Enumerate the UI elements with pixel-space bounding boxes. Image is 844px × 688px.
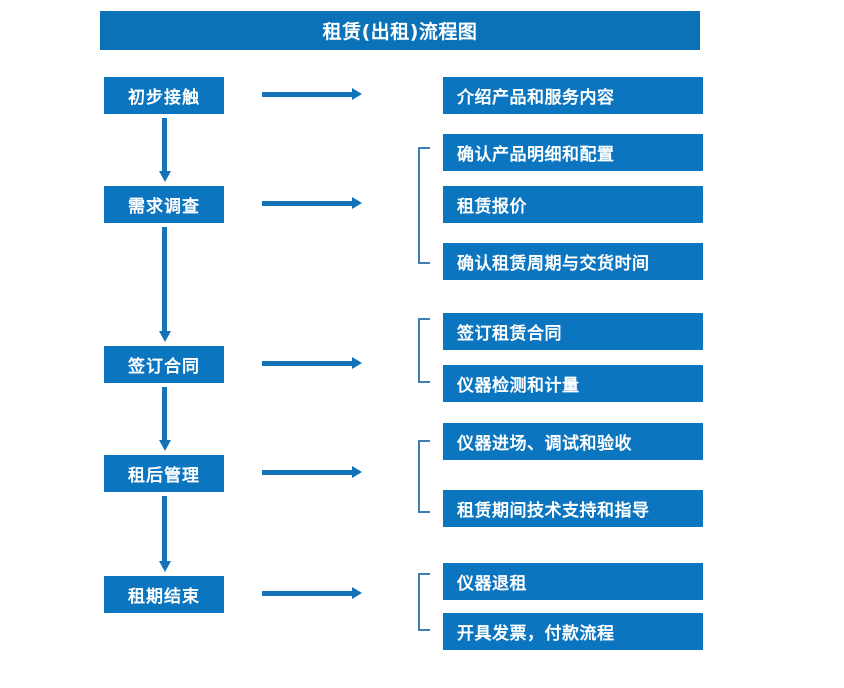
output-node-5-2: 开具发票，付款流程	[443, 613, 703, 650]
right-arrow-icon-3	[262, 357, 362, 369]
output-node-4-1: 仪器进场、调试和验收	[443, 423, 703, 460]
output-node-2-1: 确认产品明细和配置	[443, 134, 703, 171]
group-bracket-4	[418, 440, 430, 513]
stage-node-4: 租后管理	[104, 455, 224, 492]
output-node-4-2-label: 租赁期间技术支持和指导	[457, 501, 650, 521]
stage-node-3: 签订合同	[104, 346, 224, 383]
output-node-4-1-label: 仪器进场、调试和验收	[457, 434, 632, 454]
stage-node-2-label: 需求调查	[128, 197, 200, 217]
right-arrow-icon-4	[262, 466, 362, 478]
output-node-2-2: 租赁报价	[443, 186, 703, 223]
output-node-3-2: 仪器检测和计量	[443, 365, 703, 402]
output-node-1-1: 介绍产品和服务内容	[443, 77, 703, 114]
stage-node-2: 需求调查	[104, 186, 224, 223]
group-bracket-2	[418, 147, 430, 264]
output-node-5-1: 仪器退租	[443, 563, 703, 600]
stage-node-5-label: 租期结束	[128, 587, 200, 607]
down-arrow-icon-2	[159, 227, 171, 342]
stage-node-1-label: 初步接触	[128, 88, 200, 108]
output-node-2-3: 确认租赁周期与交货时间	[443, 243, 703, 280]
output-node-3-1-label: 签订租赁合同	[457, 324, 562, 344]
down-arrow-icon-4	[159, 496, 171, 572]
down-arrow-icon-3	[159, 387, 171, 451]
output-node-2-3-label: 确认租赁周期与交货时间	[457, 254, 650, 274]
output-node-2-1-label: 确认产品明细和配置	[457, 145, 615, 165]
stage-node-5: 租期结束	[104, 576, 224, 613]
output-node-3-2-label: 仪器检测和计量	[457, 376, 580, 396]
stage-node-3-label: 签订合同	[128, 357, 200, 377]
output-node-5-2-label: 开具发票，付款流程	[457, 624, 615, 644]
group-bracket-5	[418, 573, 430, 631]
output-node-2-2-label: 租赁报价	[457, 197, 527, 217]
stage-node-4-label: 租后管理	[128, 466, 200, 486]
group-bracket-3	[418, 318, 430, 383]
down-arrow-icon-1	[159, 118, 171, 182]
right-arrow-icon-2	[262, 197, 362, 209]
output-node-3-1: 签订租赁合同	[443, 313, 703, 350]
output-node-4-2: 租赁期间技术支持和指导	[443, 490, 703, 527]
output-node-5-1-label: 仪器退租	[457, 574, 527, 594]
right-arrow-icon-5	[262, 587, 362, 599]
output-node-1-1-label: 介绍产品和服务内容	[457, 88, 615, 108]
page-title: 租赁(出租)流程图	[100, 11, 700, 50]
stage-node-1: 初步接触	[104, 77, 224, 114]
right-arrow-icon-1	[262, 88, 362, 100]
